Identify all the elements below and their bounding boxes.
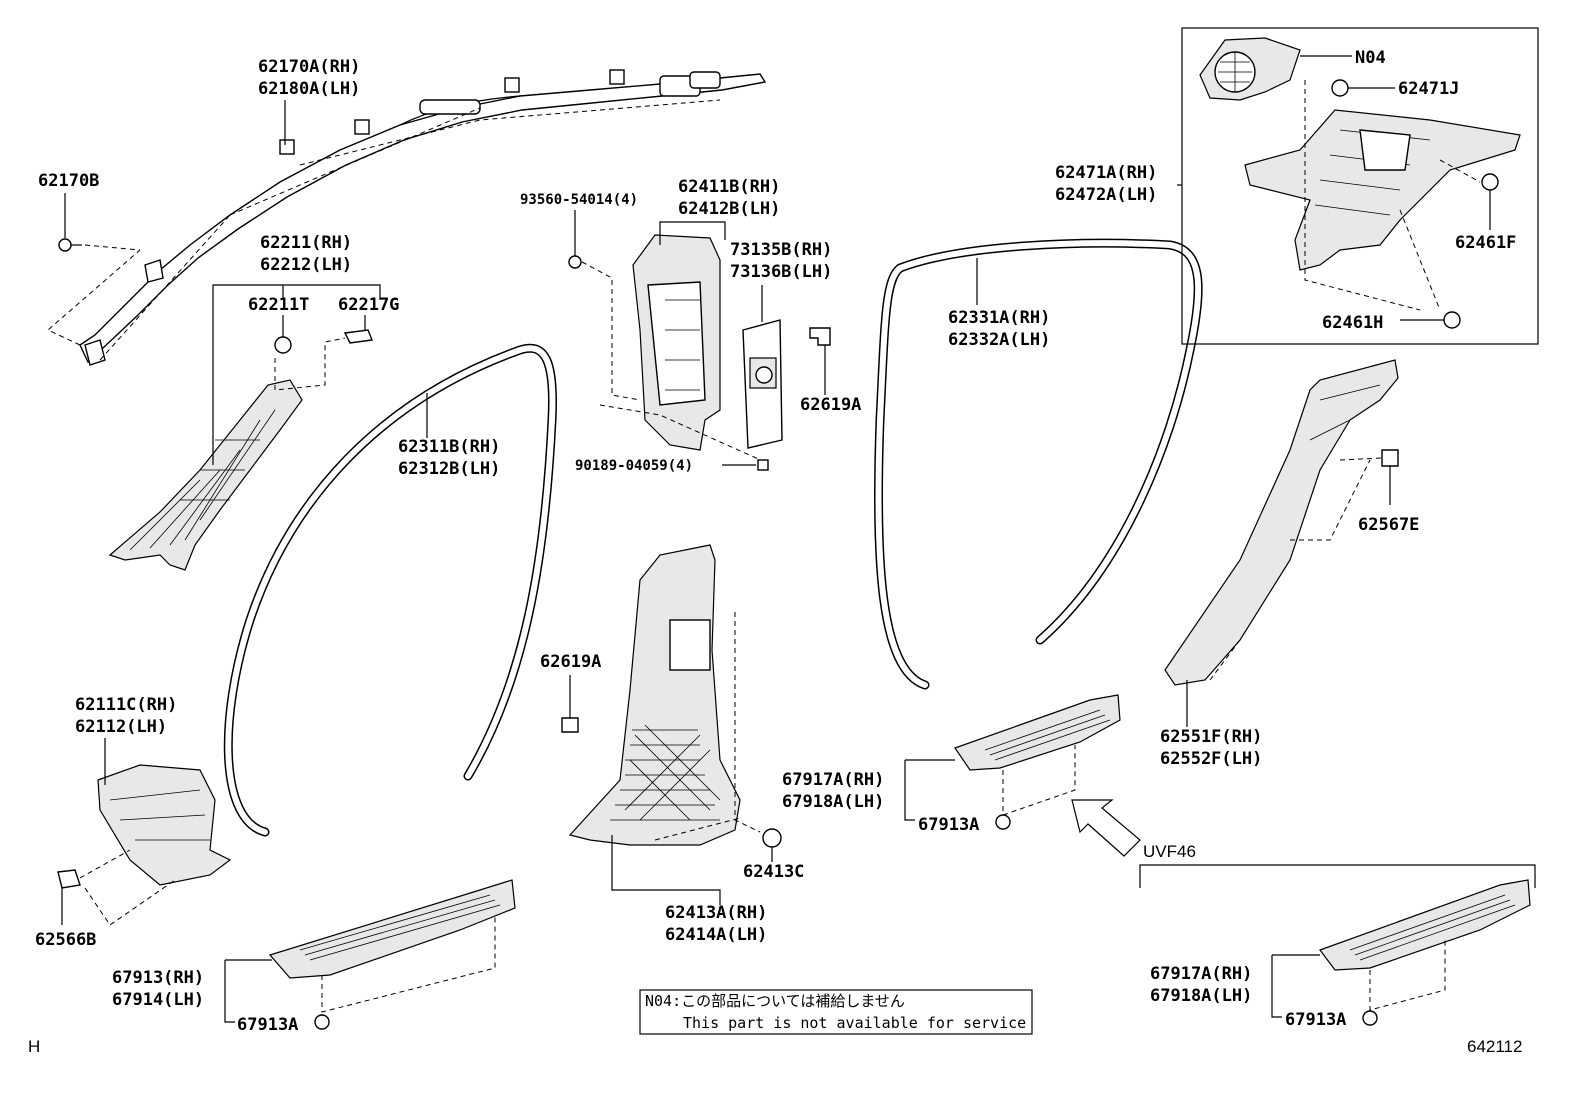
label-62180a: 62180A(LH) — [258, 79, 360, 99]
clip-62413c — [762, 828, 782, 862]
door-opening-weatherstrip-rear — [873, 238, 1203, 690]
label-67913a-mid: 67913A — [918, 815, 979, 835]
label-62413a: 62413A(RH) — [665, 903, 767, 923]
curtain-airbag-assembly — [47, 69, 767, 366]
label-62111c: 62111C(RH) — [75, 695, 177, 715]
front-pillar-garnish — [108, 379, 303, 571]
label-90189: 90189-04059(4) — [575, 458, 693, 474]
clip-67913a-left — [314, 1014, 330, 1030]
view-arrow — [1071, 799, 1141, 857]
label-62170a: 62170A(RH) — [258, 57, 360, 77]
rear-pillar-lower-garnish — [1164, 359, 1399, 686]
label-62461f: 62461F — [1455, 233, 1516, 253]
label-62552f: 62552F(LH) — [1160, 749, 1262, 769]
label-62471j: 62471J — [1398, 79, 1459, 99]
inset-box — [1181, 27, 1539, 345]
label-62619a-mid: 62619A — [540, 652, 601, 672]
clip-62619a-mid — [561, 675, 579, 733]
center-pillar-upper-garnish — [632, 234, 721, 451]
label-67917a-r: 67917A(RH) — [1150, 964, 1252, 984]
label-67918a-mid: 67918A(LH) — [782, 792, 884, 812]
note-line-2: This part is not available for service — [683, 1014, 1026, 1032]
label-62566b: 62566B — [35, 930, 96, 950]
clip-62567e — [1381, 449, 1399, 505]
clip-67913a-mid — [995, 814, 1011, 830]
note-box: N04:この部品については補給しません This part is not ava… — [639, 989, 1033, 1035]
clip-62471j — [1331, 79, 1349, 97]
front-door-scuff-plate — [268, 879, 516, 979]
label-62311b: 62311B(RH) — [398, 437, 500, 457]
label-73136b: 73136B(LH) — [730, 262, 832, 282]
label-n04: N04 — [1355, 48, 1386, 68]
speaker-cover-n04 — [1199, 37, 1301, 101]
label-62112: 62112(LH) — [75, 717, 167, 737]
clip-62566b — [57, 869, 81, 925]
clip-62461f — [1481, 173, 1499, 230]
note-line-1: N04:この部品については補給しません — [645, 992, 905, 1010]
label-62414a: 62414A(LH) — [665, 925, 767, 945]
label-62212: 62212(LH) — [260, 255, 352, 275]
belt-anchor-cover — [742, 319, 783, 449]
rear-door-scuff-plate-uvf46 — [1319, 879, 1531, 971]
label-uvf46: UVF46 — [1143, 842, 1196, 861]
label-62412b: 62412B(LH) — [678, 199, 780, 219]
label-62211t: 62211T — [248, 295, 309, 315]
label-67913a-r: 67913A — [1285, 1010, 1346, 1030]
label-62551f: 62551F(RH) — [1160, 727, 1262, 747]
corner-mark-h: H — [28, 1037, 40, 1056]
label-62411b: 62411B(RH) — [678, 177, 780, 197]
label-93560: 93560-54014(4) — [520, 192, 638, 208]
clip-62217g — [343, 315, 373, 344]
label-62567e: 62567E — [1358, 515, 1419, 535]
label-67917a-mid: 67917A(RH) — [782, 770, 884, 790]
center-pillar-lower-garnish — [568, 544, 741, 846]
label-62312b: 62312B(LH) — [398, 459, 500, 479]
label-73135b: 73135B(RH) — [730, 240, 832, 260]
rear-door-scuff-plate — [954, 694, 1121, 771]
label-62461h: 62461H — [1322, 313, 1383, 333]
label-62413c: 62413C — [743, 862, 804, 882]
quarter-pillar-garnish — [1244, 109, 1521, 271]
label-67913: 67913(RH) — [112, 968, 204, 988]
label-62170b: 62170B — [38, 171, 99, 191]
nut-90189 — [757, 459, 769, 471]
label-62331a: 62331A(RH) — [948, 308, 1050, 328]
clip-62461h — [1443, 311, 1461, 329]
label-62211: 62211(RH) — [260, 233, 352, 253]
door-opening-weatherstrip-front — [223, 343, 557, 837]
clip-62619a-top — [809, 327, 831, 346]
clip-62211t — [274, 315, 292, 354]
label-62472a: 62472A(LH) — [1055, 185, 1157, 205]
clip-67913a-r — [1362, 1010, 1378, 1026]
cowl-side-trim — [97, 764, 232, 886]
diagram-number: 642112 — [1467, 1037, 1522, 1056]
screw-93560 — [568, 210, 582, 269]
label-67913a-left: 67913A — [237, 1015, 298, 1035]
label-62471a: 62471A(RH) — [1055, 163, 1157, 183]
label-62332a: 62332A(LH) — [948, 330, 1050, 350]
label-67918a-r: 67918A(LH) — [1150, 986, 1252, 1006]
label-67914: 67914(LH) — [112, 990, 204, 1010]
label-62217g: 62217G — [338, 295, 399, 315]
label-62619a-top: 62619A — [800, 395, 861, 415]
bolt-62170b — [58, 238, 82, 252]
